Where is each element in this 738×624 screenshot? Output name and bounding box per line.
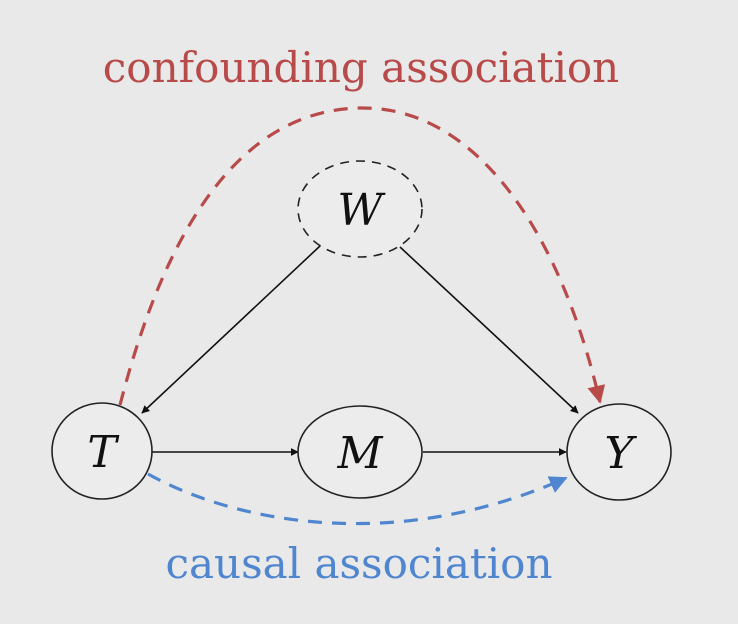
confounding-association-curve	[118, 106, 606, 406]
causal-association-curve	[147, 472, 568, 526]
causal-association-label: causal association	[165, 539, 552, 588]
node-t-label: T	[87, 427, 120, 478]
node-t: T	[51, 402, 153, 500]
edge-w-to-y	[399, 246, 579, 414]
confounding-association-label: confounding association	[103, 43, 619, 92]
node-y-label: Y	[604, 428, 637, 479]
node-w-label: W	[337, 185, 386, 236]
node-m-label: M	[336, 428, 383, 479]
node-y: Y	[566, 403, 672, 501]
node-m: M	[297, 405, 423, 499]
edge-w-to-t	[141, 245, 321, 414]
node-w: W	[297, 160, 423, 258]
